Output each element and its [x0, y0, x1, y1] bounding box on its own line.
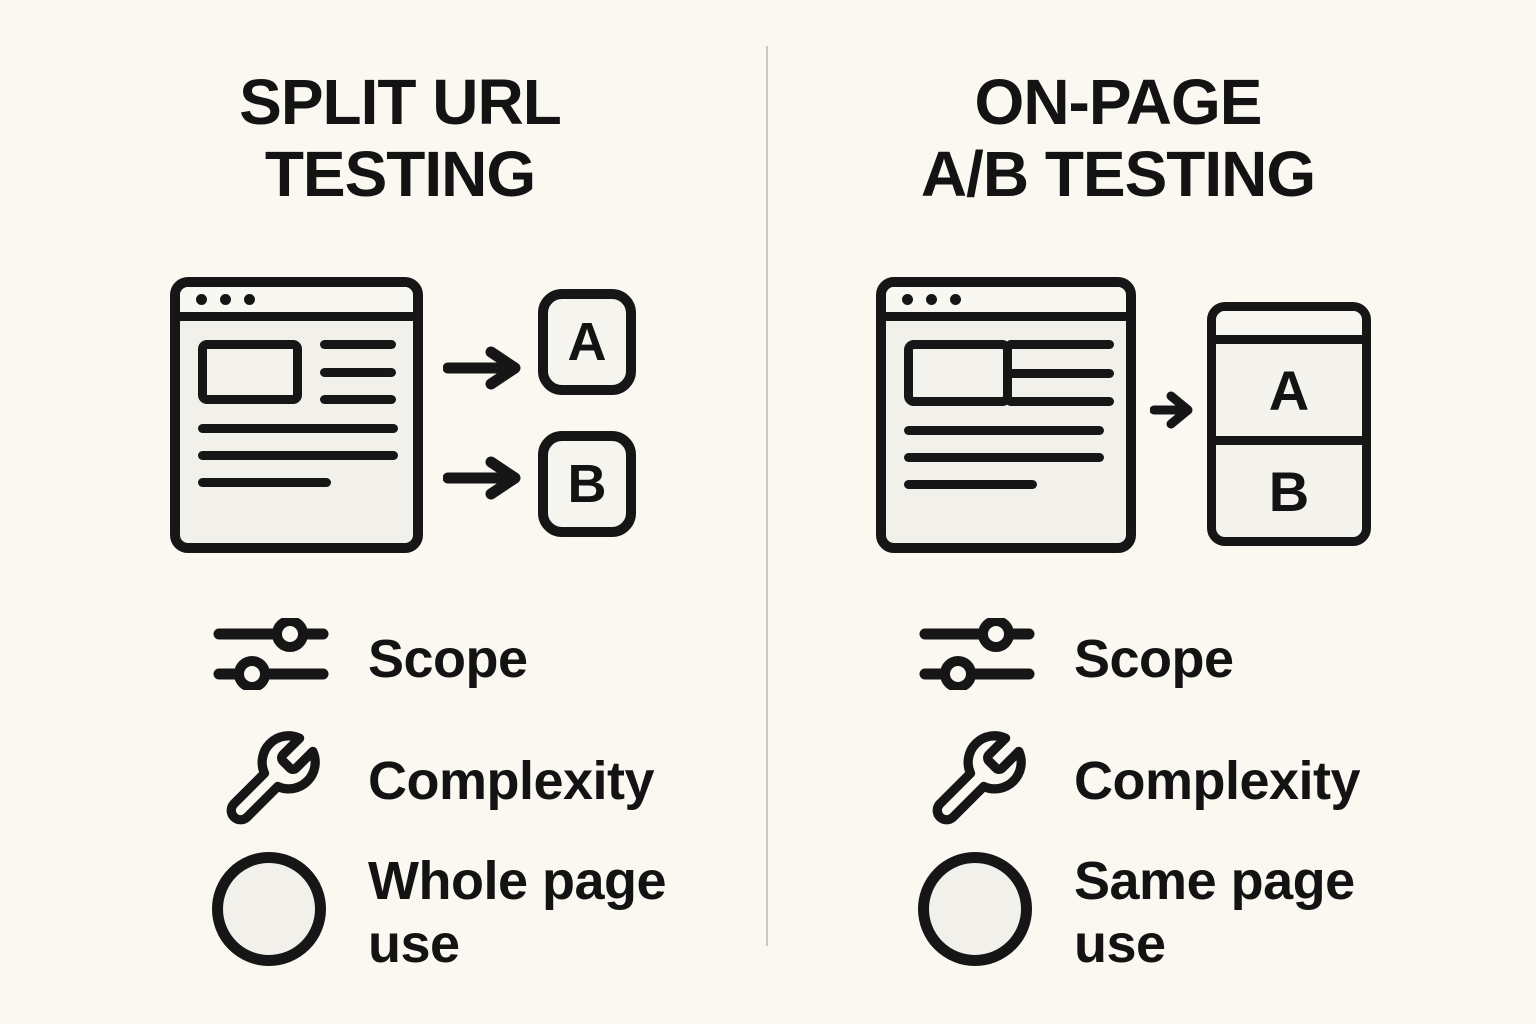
page-text-line: [904, 453, 1104, 462]
column-divider: [766, 46, 768, 946]
wrench-icon: [932, 731, 1026, 825]
element-outline-box: [904, 340, 1012, 406]
panel-divider: [1216, 436, 1362, 445]
browser-window-icon: [170, 277, 423, 553]
feature-label-scope: Scope: [1074, 629, 1234, 689]
feature-label-usage: Same page use: [1074, 851, 1355, 974]
circle-icon: [212, 852, 326, 966]
page-text-lines: [320, 340, 396, 404]
variant-b-label: B: [1268, 459, 1310, 523]
left-title-line2: TESTING: [264, 138, 536, 211]
variant-a-label: A: [1268, 358, 1310, 422]
page-text-line: [904, 426, 1104, 435]
arrow-right-icon: [443, 346, 521, 390]
right-title-line2: A/B TESTING: [920, 138, 1316, 211]
stacked-variant-panel: A B: [1207, 302, 1371, 546]
right-column-title: ON-PAGE A/B TESTING: [858, 66, 1378, 211]
panel-header: [1216, 311, 1362, 344]
page-text-line: [198, 451, 398, 460]
feature-label-complexity: Complexity: [368, 751, 655, 811]
browser-header: [180, 287, 413, 321]
variant-a-box: A: [538, 289, 636, 395]
variant-b-label: B: [567, 454, 607, 514]
page-text-line: [198, 424, 398, 433]
sliders-icon: [213, 618, 329, 690]
arrow-right-icon: [1150, 391, 1193, 429]
arrow-right-icon: [443, 456, 521, 500]
wrench-icon: [226, 731, 320, 825]
highlighted-element: [904, 340, 1126, 406]
variant-a-section: A: [1216, 344, 1362, 436]
window-dot-icon: [244, 294, 255, 305]
right-title-line1: ON-PAGE: [974, 66, 1263, 138]
page-text-line: [904, 480, 1037, 489]
feature-label-scope: Scope: [368, 629, 528, 689]
variant-a-label: A: [567, 312, 607, 372]
window-dot-icon: [950, 294, 961, 305]
left-column-title: SPLIT URL TESTING: [130, 66, 670, 211]
page-image-placeholder: [198, 340, 302, 404]
browser-window-icon: [876, 277, 1136, 553]
window-dot-icon: [926, 294, 937, 305]
feature-label-complexity: Complexity: [1074, 751, 1361, 811]
left-title-line1: SPLIT URL: [239, 66, 562, 138]
browser-page-content: [180, 321, 413, 487]
sliders-icon: [919, 618, 1035, 690]
browser-header: [886, 287, 1126, 321]
window-dot-icon: [220, 294, 231, 305]
variant-b-box: B: [538, 431, 636, 537]
feature-label-usage: Whole page use: [368, 851, 667, 974]
circle-icon: [918, 852, 1032, 966]
variant-b-section: B: [1216, 445, 1362, 537]
window-dot-icon: [196, 294, 207, 305]
page-text-line: [198, 478, 331, 487]
browser-page-content: [886, 321, 1126, 489]
window-dot-icon: [902, 294, 913, 305]
